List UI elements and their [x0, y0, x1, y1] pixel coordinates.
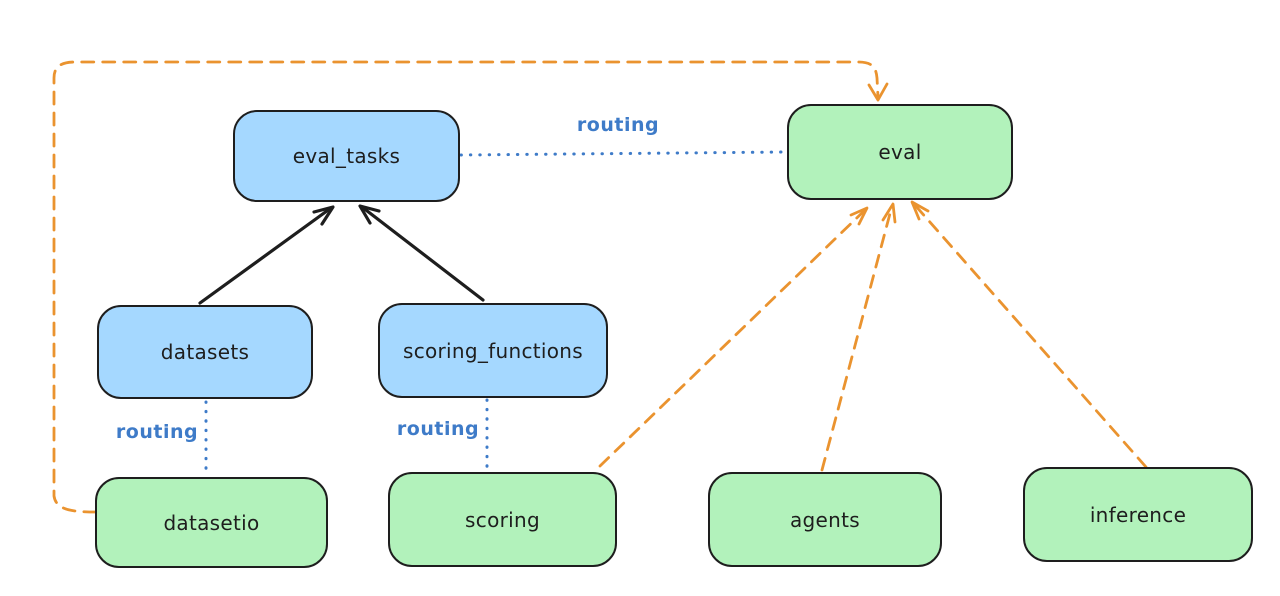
node-datasetio: datasetio	[95, 477, 328, 568]
node-scoring-functions: scoring_functions	[378, 303, 608, 398]
node-agents: agents	[708, 472, 942, 567]
node-datasets-label: datasets	[160, 340, 250, 364]
node-inference: inference	[1023, 467, 1253, 562]
edge-scoring-functions-to-eval-tasks	[358, 204, 485, 302]
node-eval-label: eval	[878, 140, 922, 164]
node-scoring-label: scoring	[465, 507, 540, 532]
node-eval: eval	[787, 104, 1013, 200]
edge-label-routing-left: routing	[115, 421, 199, 443]
edge-datasets-to-eval-tasks	[198, 205, 335, 305]
node-eval-tasks: eval_tasks	[233, 110, 460, 202]
edge-agents-to-eval	[820, 202, 897, 472]
node-inference-label: inference	[1089, 502, 1187, 527]
node-eval-tasks-label: eval_tasks	[292, 144, 401, 168]
node-agents-label: agents	[790, 507, 860, 532]
node-datasets: datasets	[97, 305, 313, 399]
edge-scoring-to-eval	[598, 206, 869, 468]
node-datasetio-label: datasetio	[163, 510, 260, 535]
edge-datasetio-to-eval	[52, 60, 889, 514]
node-scoring: scoring	[388, 472, 617, 567]
edge-inference-to-eval	[910, 200, 1148, 469]
node-scoring-functions-label: scoring_functions	[402, 338, 584, 363]
edge-label-routing-top: routing	[576, 114, 660, 136]
edge-eval-tasks-to-eval	[459, 150, 788, 157]
edge-label-routing-mid: routing	[396, 418, 480, 440]
